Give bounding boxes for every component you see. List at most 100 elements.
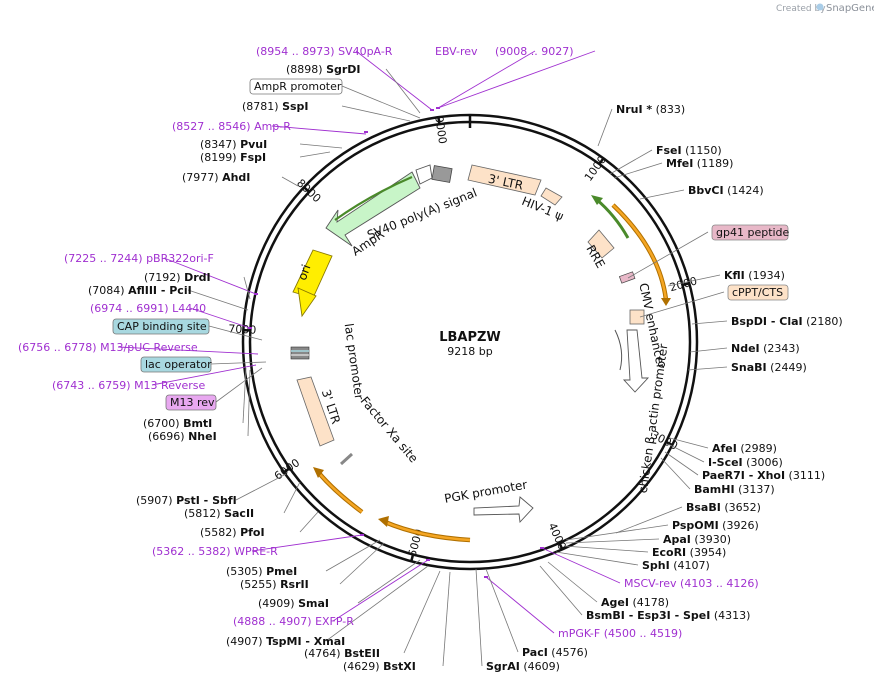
enzyme-label[interactable]: SphI (4107) [642,559,710,572]
credit-brand[interactable]: SnapGene [826,3,874,14]
primer-label[interactable]: (8954 .. 8973) SV40pA-R [256,45,393,58]
feature-gray-box[interactable] [431,165,453,183]
feature-label-box[interactable] [249,78,343,95]
feature-label-box[interactable] [165,394,217,411]
feature-factorxa[interactable] [339,452,354,466]
feature-ampr-promoter[interactable] [415,164,433,185]
leader-line [485,568,519,653]
enzyme-label[interactable]: (8781) SspI [242,100,309,113]
enzyme-label[interactable]: SnaBI (2449) [731,361,807,374]
leader-line [565,524,669,541]
leader-line [243,276,251,300]
leader-line [597,108,613,147]
enzyme-label[interactable]: (8347) PvuI [200,138,267,151]
credit-prefix: Created by [776,4,826,14]
enzyme-label[interactable]: (5907) PstI - SbfI [136,494,237,507]
feature-rre[interactable]: RRE [583,229,615,271]
enzyme-label[interactable]: PspOMI (3926) [672,519,759,532]
feature-gp41[interactable] [618,271,636,284]
enzyme-label[interactable]: (7084) AflIII - PciI [88,284,192,297]
feature-ori[interactable]: ori [292,249,333,318]
enzyme-label[interactable]: (4629) BstXI [343,660,416,673]
feature-lac-operator[interactable] [290,346,310,360]
leader-line [627,231,709,279]
leader-line [235,473,287,501]
leader-line [485,576,555,634]
enzyme-label[interactable]: KflI (1934) [724,269,785,282]
leader-lines [117,50,728,667]
enzyme-label[interactable]: (5812) SacII [184,507,254,520]
leader-line [385,68,421,114]
primer-label[interactable]: (6756 .. 6778) M13/pUC Reverse [18,341,198,354]
tick-mark [682,282,690,287]
primer-label[interactable]: mPGK-F (4500 .. 4519) [558,627,682,640]
primer-label[interactable]: (9008 .. 9027) [495,45,574,58]
primer-mark [248,327,252,329]
tick-mark [598,157,605,165]
enzyme-label[interactable]: (6700) BmtI [143,417,212,430]
leader-line [563,545,649,553]
enzyme-label[interactable]: ApaI (3930) [663,533,731,546]
enzyme-label[interactable]: MfeI (1189) [666,157,733,170]
primer-mark [430,109,434,111]
primer-mark [254,293,258,295]
enzyme-label[interactable]: (7192) DrdI [144,271,211,284]
enzyme-label[interactable]: BsmBI - Esp3I - SpeI (4313) [586,609,750,622]
enzyme-label[interactable]: AfeI (2989) [712,442,777,455]
leader-line [189,307,251,329]
feature-label-box[interactable] [711,224,789,241]
plasmid-length: 9218 bp [447,345,492,358]
leader-line [187,289,249,311]
enzyme-label[interactable]: BspDI - ClaI (2180) [731,315,843,328]
plasmid-name: LBAPZW [439,330,501,345]
enzyme-label[interactable]: (6696) NheI [148,430,217,443]
primer-label[interactable]: (6974 .. 6991) L4440 [90,302,206,315]
enzyme-label[interactable]: (4909) SmaI [258,597,329,610]
enzyme-label[interactable]: NruI * (833) [616,103,685,116]
enzyme-label[interactable]: BsaBI (3652) [686,501,761,514]
enzyme-label[interactable]: (5582) PfoI [200,526,265,539]
leader-line [299,143,343,149]
feature-cppt[interactable] [629,309,645,325]
enzyme-label[interactable]: FseI (1150) [656,144,722,157]
enzyme-label[interactable]: (8199) FspI [200,151,266,164]
enzyme-label[interactable]: NdeI (2343) [731,342,800,355]
enzyme-label[interactable]: PaeR7I - XhoI (3111) [702,469,825,482]
enzyme-label[interactable]: (5255) RsrII [240,578,309,591]
enzyme-label[interactable]: EcoRI (3954) [652,546,726,559]
primer-label[interactable]: (4888 .. 4907) EXFP-R [233,615,354,628]
enzyme-label[interactable]: (8898) SgrDI [286,63,361,76]
enzyme-label[interactable]: I-SceI (3006) [708,456,783,469]
leader-line [163,257,257,295]
orange-arrow-2-head [378,516,389,527]
primer-label[interactable]: MSCV-rev (4103 .. 4126) [624,577,759,590]
orange-arrow-1-head [661,298,671,306]
feature-label: M13 rev [170,396,215,409]
enzyme-label[interactable]: PacI (4576) [522,646,588,659]
enzyme-label[interactable]: (5305) PmeI [226,565,297,578]
feature-label-box[interactable] [140,356,212,373]
feature-label-box[interactable] [727,284,789,301]
enzyme-label[interactable]: BamHI (3137) [694,483,775,496]
feature-ltr-top[interactable]: 3' LTR [467,164,542,196]
enzyme-label[interactable]: (4907) TspMI - XmaI [226,635,345,648]
feature-pgk[interactable]: PGK promoter [443,477,534,524]
primer-label[interactable]: (5362 .. 5382) WPRE-R [152,545,278,558]
leader-line [555,551,639,566]
leader-line [639,291,725,318]
primer-label[interactable]: EBV-rev [435,45,478,58]
tick-mark [665,440,673,447]
primer-label[interactable]: (7225 .. 7244) pBR322ori-F [64,252,214,265]
enzyme-label[interactable]: (7977) AhdI [182,171,250,184]
enzyme-label[interactable]: BbvCI (1424) [688,184,764,197]
enzyme-label[interactable]: (4764) BstEII [304,647,380,660]
enzyme-label[interactable]: AgeI (4178) [601,596,669,609]
leader-line [247,369,251,437]
enzyme-label[interactable]: SgrAI (4609) [486,660,560,673]
leader-line [615,506,683,534]
feature-label-box[interactable] [112,318,210,335]
primer-label[interactable]: (8527 .. 8546) Amp-R [172,120,291,133]
primer-label[interactable]: (6743 .. 6759) M13 Reverse [52,379,205,392]
leader-line [669,437,709,449]
feature-ltr-bottom[interactable]: 3' LTR [296,376,343,447]
